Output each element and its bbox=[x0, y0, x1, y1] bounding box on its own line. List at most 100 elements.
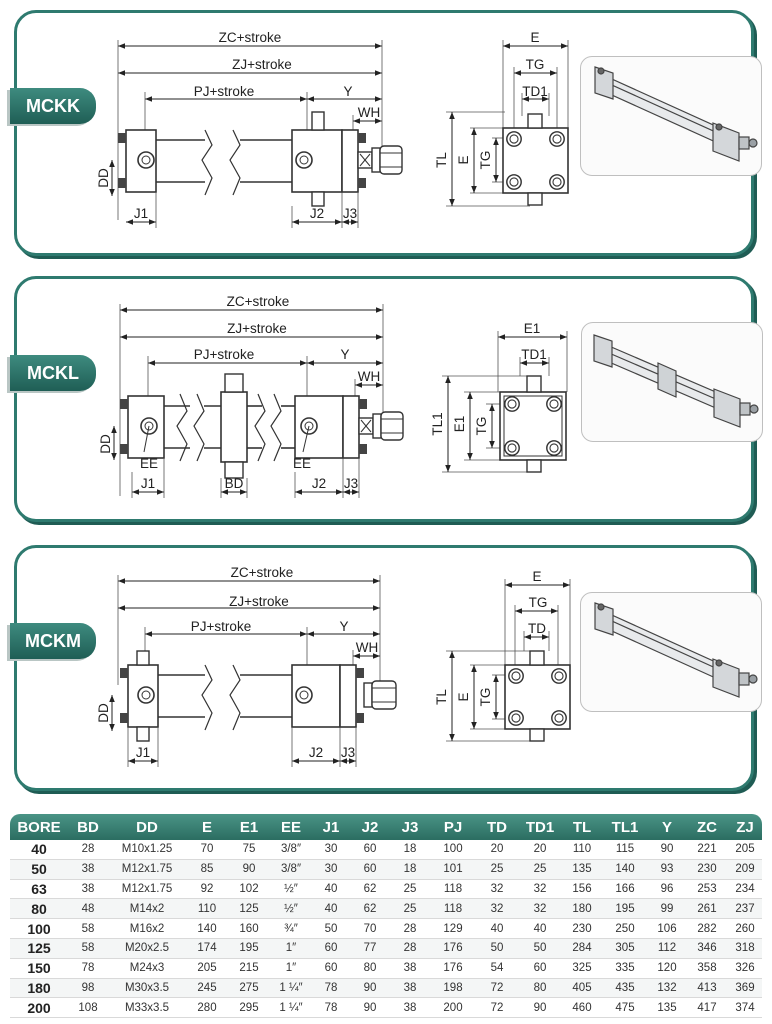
table-cell: 215 bbox=[228, 958, 270, 979]
table-cell: 78 bbox=[312, 978, 350, 999]
table-cell: 435 bbox=[602, 978, 648, 999]
mckl-photo bbox=[581, 322, 763, 442]
cylinder-image bbox=[594, 66, 758, 162]
e-dimension: E bbox=[532, 569, 541, 584]
table-cell: 78 bbox=[68, 958, 108, 979]
column-header: E1 bbox=[228, 814, 270, 840]
column-header: PJ bbox=[430, 814, 476, 840]
tg-side-dimension: TG bbox=[478, 151, 493, 170]
table-cell: 54 bbox=[476, 958, 518, 979]
table-cell: 60 bbox=[312, 938, 350, 959]
pj-dimension: PJ+stroke bbox=[194, 84, 254, 99]
ee-label-front: EE bbox=[293, 456, 311, 471]
td-dimension: TD bbox=[528, 621, 546, 636]
table-cell: 60 bbox=[350, 840, 390, 860]
table-cell: 60 bbox=[518, 958, 562, 979]
mckl-label: MCKL bbox=[10, 355, 96, 391]
table-cell: 96 bbox=[648, 879, 686, 900]
table-cell: 32 bbox=[518, 898, 562, 920]
table-cell: 205 bbox=[186, 958, 228, 979]
table-cell: 275 bbox=[228, 978, 270, 999]
column-header: TD bbox=[476, 814, 518, 840]
table-cell: 156 bbox=[562, 879, 602, 900]
table-cell: 58 bbox=[68, 918, 108, 939]
table-cell: 369 bbox=[728, 978, 762, 999]
table-cell: 30 bbox=[312, 859, 350, 880]
table-cell: 460 bbox=[562, 997, 602, 1019]
table-cell: 253 bbox=[686, 879, 728, 900]
table-cell: 115 bbox=[602, 840, 648, 860]
pj-dimension: PJ+stroke bbox=[191, 619, 251, 634]
table-cell: M33x3.5 bbox=[108, 997, 186, 1019]
table-cell: 305 bbox=[602, 938, 648, 959]
tg-side-dimension: TG bbox=[474, 417, 489, 436]
table-cell: 221 bbox=[686, 840, 728, 860]
table-cell: 260 bbox=[728, 918, 762, 939]
table-cell: 118 bbox=[430, 879, 476, 900]
table-cell: 40 bbox=[476, 918, 518, 939]
bd-dimension: BD bbox=[225, 476, 244, 491]
e-side-dimension: E bbox=[456, 155, 471, 164]
tg-dimension: TG bbox=[526, 57, 545, 72]
table-cell: 132 bbox=[648, 978, 686, 999]
table-cell: 110 bbox=[562, 840, 602, 860]
table-cell: 198 bbox=[430, 978, 476, 999]
zj-dimension: ZJ+stroke bbox=[232, 57, 292, 72]
table-cell: 25 bbox=[518, 859, 562, 880]
mckm-drawing: ZC+stroke ZJ+stroke PJ+stroke Y WH J1 J2… bbox=[96, 565, 571, 767]
j3-dimension: J3 bbox=[341, 745, 355, 760]
tg-side-dimension: TG bbox=[478, 688, 493, 707]
table-cell: 78 bbox=[312, 997, 350, 1019]
table-cell: 28 bbox=[390, 918, 430, 939]
e1-side-dimension: E1 bbox=[452, 416, 467, 433]
column-header: ZC bbox=[686, 814, 728, 840]
column-header: J1 bbox=[312, 814, 350, 840]
j2-dimension: J2 bbox=[310, 206, 324, 221]
table-cell: 282 bbox=[686, 918, 728, 939]
table-cell: 326 bbox=[728, 958, 762, 979]
mckl-drawing: ZC+stroke ZJ+stroke PJ+stroke Y WH EE EE… bbox=[98, 294, 568, 498]
table-cell: 20 bbox=[476, 840, 518, 860]
table-cell: 102 bbox=[228, 879, 270, 900]
table-cell: 32 bbox=[476, 898, 518, 920]
table-cell: 25 bbox=[390, 898, 430, 920]
column-header: ZJ bbox=[728, 814, 762, 840]
table-cell: 209 bbox=[728, 859, 762, 880]
tl1-dimension: TL1 bbox=[430, 412, 445, 435]
mckm-label: MCKM bbox=[10, 623, 96, 659]
table-cell: 280 bbox=[186, 997, 228, 1019]
table-cell: 85 bbox=[186, 859, 228, 880]
table-cell: 58 bbox=[68, 938, 108, 959]
table-cell: 90 bbox=[518, 997, 562, 1019]
table-cell: 200 bbox=[430, 997, 476, 1019]
table-cell: 75 bbox=[228, 840, 270, 860]
td1-dimension: TD1 bbox=[521, 347, 547, 362]
table-cell: M20x2.5 bbox=[108, 938, 186, 959]
cylinder-image bbox=[593, 334, 759, 428]
table-cell: 38 bbox=[390, 958, 430, 979]
table-cell: 40 bbox=[518, 918, 562, 939]
table-cell: 160 bbox=[228, 918, 270, 939]
table-cell: 110 bbox=[186, 898, 228, 920]
table-cell: 335 bbox=[602, 958, 648, 979]
table-cell: 72 bbox=[476, 997, 518, 1019]
table-cell: 135 bbox=[648, 997, 686, 1019]
table-cell: M12x1.75 bbox=[108, 879, 186, 900]
zj-dimension: ZJ+stroke bbox=[227, 321, 287, 336]
table-cell: 180 bbox=[562, 898, 602, 920]
zc-dimension: ZC+stroke bbox=[219, 30, 282, 45]
mckk-label: MCKK bbox=[10, 88, 96, 124]
table-cell: 28 bbox=[68, 840, 108, 860]
dd-dimension: DD bbox=[96, 168, 111, 188]
j3-dimension: J3 bbox=[344, 476, 358, 491]
table-cell: M16x2 bbox=[108, 918, 186, 939]
table-cell: 346 bbox=[686, 938, 728, 959]
zc-dimension: ZC+stroke bbox=[227, 294, 290, 309]
table-cell: 261 bbox=[686, 898, 728, 920]
table-cell: ½″ bbox=[270, 879, 312, 900]
